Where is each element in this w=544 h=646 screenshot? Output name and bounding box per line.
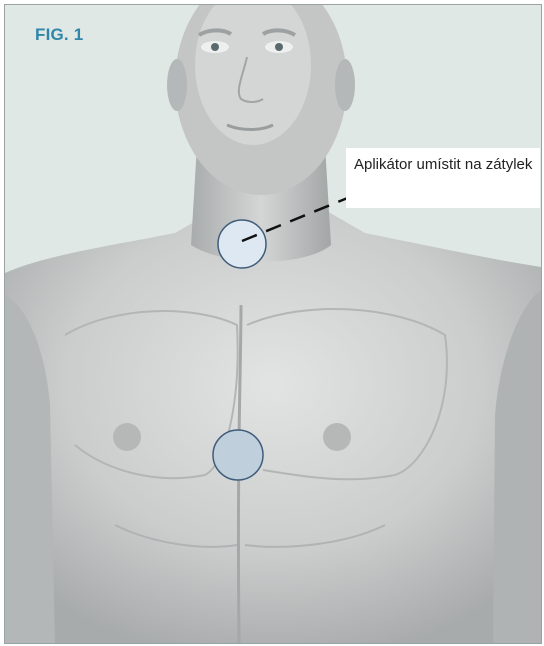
callout-box: Aplikátor umístit na zátylek bbox=[346, 148, 540, 208]
torso-shape bbox=[5, 210, 541, 643]
callout-text: Aplikátor umístit na zátylek bbox=[354, 154, 540, 176]
right-nipple bbox=[323, 423, 351, 451]
figure-frame: FIG. 1 Aplikátor umístit na zátylek bbox=[4, 4, 542, 644]
left-ear bbox=[167, 59, 187, 111]
human-torso-illustration bbox=[5, 5, 541, 643]
applicator-circle-neck bbox=[218, 220, 266, 268]
left-nipple bbox=[113, 423, 141, 451]
left-iris bbox=[211, 43, 219, 51]
right-ear bbox=[335, 59, 355, 111]
right-iris bbox=[275, 43, 283, 51]
figure-label: FIG. 1 bbox=[35, 25, 83, 45]
applicator-circle-chest bbox=[213, 430, 263, 480]
